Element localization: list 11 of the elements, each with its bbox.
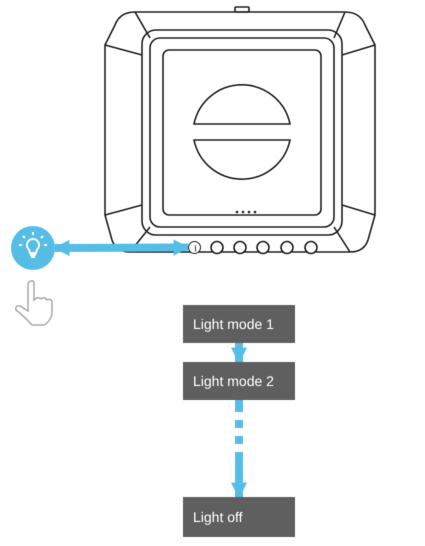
mode-box <box>183 497 295 537</box>
mode-label: Light off <box>193 509 243 525</box>
light-button <box>188 241 201 254</box>
arrow <box>231 343 247 364</box>
mode-label: Light mode 2 <box>193 373 274 389</box>
arrow <box>53 240 190 256</box>
mode-box <box>183 362 295 400</box>
mode-label: Light mode 1 <box>193 316 274 332</box>
arrow <box>231 400 247 499</box>
mode-box <box>183 305 295 343</box>
light-bulb-icon <box>11 226 55 270</box>
